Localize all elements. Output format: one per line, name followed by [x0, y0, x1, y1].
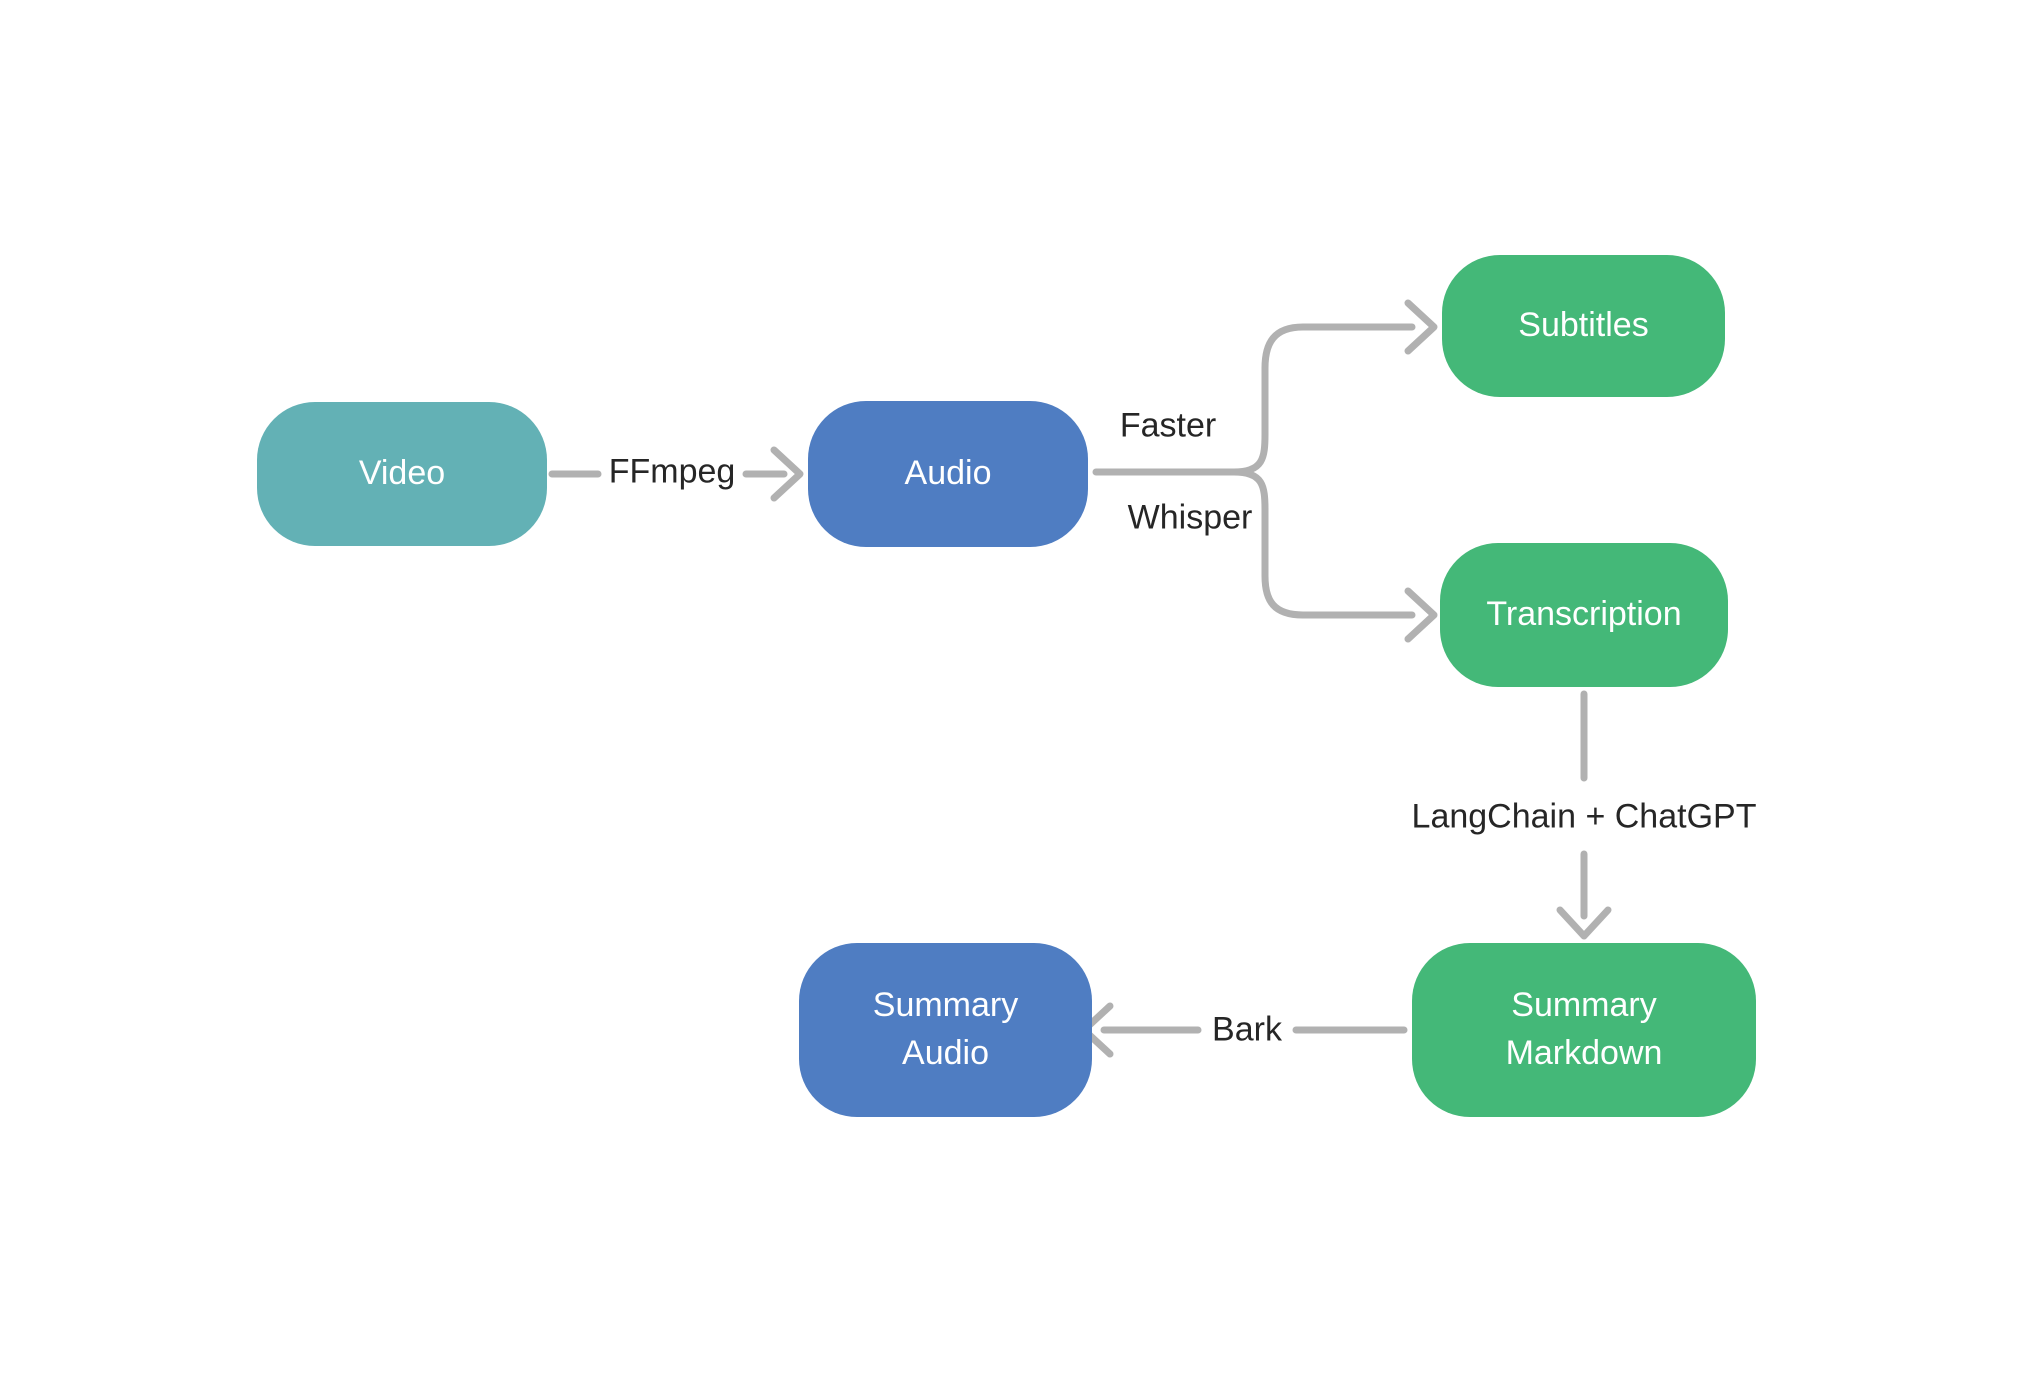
node-transcription: Transcription	[1440, 543, 1728, 687]
edge-video-audio	[548, 446, 804, 502]
edge-audio-subtitles-arrowhead	[1404, 299, 1438, 355]
node-summary-audio: Summary Audio	[799, 943, 1092, 1117]
node-audio: Audio	[808, 401, 1088, 547]
edge-label-bark: Bark	[1212, 1010, 1282, 1049]
edge-label-whisper: Whisper	[1127, 498, 1253, 537]
edge-label-faster: Faster	[1119, 406, 1217, 445]
node-subtitles: Subtitles	[1442, 255, 1725, 397]
edge-audio-fork	[1092, 299, 1438, 643]
edge-video-audio-arrowhead	[770, 446, 804, 502]
node-transcription-label: Transcription	[1486, 595, 1682, 634]
edge-audio-transcription-curve	[1230, 468, 1416, 619]
node-summary-audio-label-line1: Summary	[872, 986, 1019, 1025]
node-summary-markdown-label-line1: Summary	[1511, 986, 1657, 1025]
node-audio-label: Audio	[904, 454, 992, 493]
edge-label-langchain-chatgpt: LangChain + ChatGPT	[1411, 797, 1757, 836]
edge-audio-transcription-arrowhead	[1404, 587, 1438, 643]
node-subtitles-label: Subtitles	[1518, 306, 1649, 345]
edge-audio-subtitles-curve	[1230, 323, 1416, 476]
node-video-label: Video	[358, 454, 446, 493]
node-summary-audio-label-line2: Audio	[902, 1034, 989, 1072]
node-video: Video	[257, 402, 547, 546]
edge-label-ffmpeg: FFmpeg	[608, 452, 736, 491]
edge-transcription-summary-markdown	[1556, 690, 1612, 940]
node-summary-markdown-label-line2: Markdown	[1505, 1034, 1663, 1072]
node-summary-markdown: Summary Markdown	[1412, 943, 1756, 1117]
edge-transcription-summary-arrowhead	[1556, 906, 1612, 940]
